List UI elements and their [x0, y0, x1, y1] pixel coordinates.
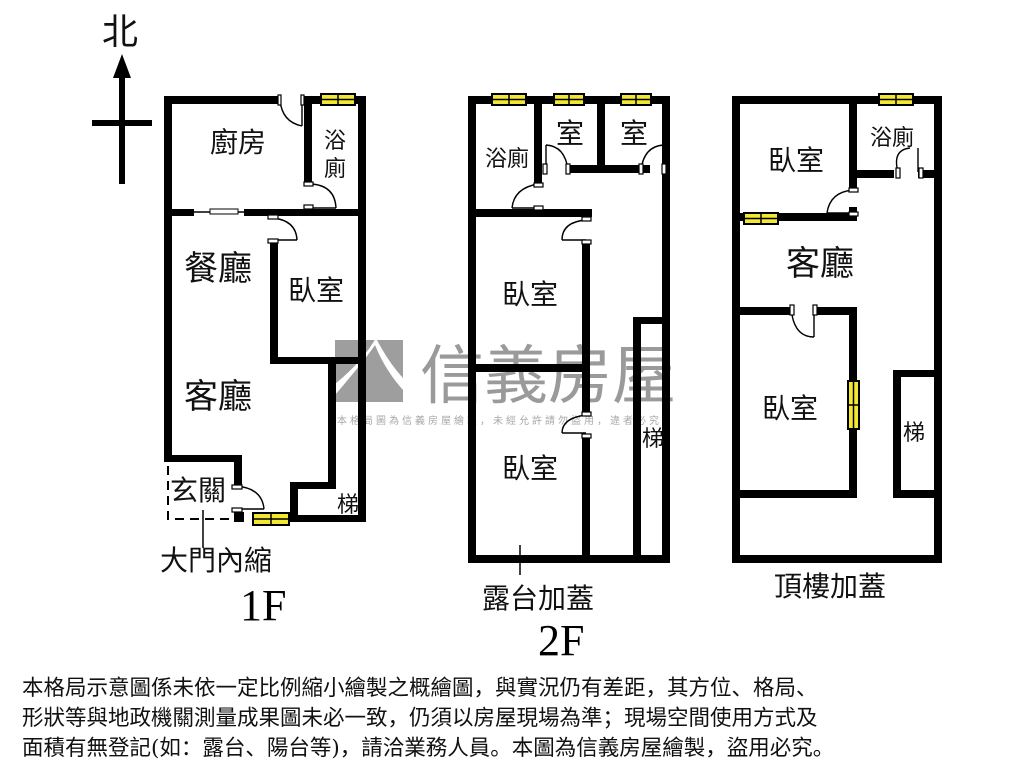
- watermark-notice: 本格局圖為信義房屋繪製，未經允許請勿盜用，違者必究: [337, 414, 662, 427]
- door-icon: [542, 144, 571, 175]
- door-icon: [511, 182, 544, 211]
- door-icon: [789, 304, 818, 338]
- compass-label: 北: [102, 12, 138, 53]
- sinyi-logo-icon: [335, 338, 403, 402]
- room-label-bedroom-1: 臥室: [502, 278, 558, 311]
- door-icon: [638, 144, 667, 175]
- disclaimer-footer: 本格局示意圖係未依一定比例縮小繪製之概繪圖，與實況仍有差距，其方位、格局、 形狀…: [22, 674, 1012, 764]
- room-label-bath: 浴廁: [870, 126, 914, 151]
- floor-note-roof: 頂樓加蓋: [774, 570, 886, 603]
- window-icon: [620, 93, 652, 106]
- door-icon: [277, 94, 305, 127]
- window-icon: [553, 93, 585, 106]
- window-icon: [743, 212, 779, 225]
- floor-label-2f: 2F: [538, 616, 584, 665]
- room-label-bath-1: 浴 廁: [324, 129, 353, 182]
- room-label-bedroom: 臥室: [288, 274, 344, 307]
- north-arrow-icon: 北: [92, 12, 152, 184]
- room-label-living: 客廳: [184, 377, 252, 417]
- window-icon: [878, 93, 914, 106]
- bath-char-1: 浴: [324, 129, 346, 154]
- room-label-stairs: 梯: [642, 427, 664, 452]
- door-icon: [561, 216, 592, 245]
- room-label-room-b: 室: [620, 117, 648, 150]
- floor-1f-plan: 廚房 浴 廁 餐廳 臥室 客廳 玄關 梯 大門內縮 1F: [160, 93, 366, 630]
- bath-char-2: 廁: [324, 157, 346, 182]
- floor-note-1f: 大門內縮: [160, 544, 272, 577]
- door-icon: [303, 181, 337, 210]
- floor-roof-plan: 臥室 浴廁 客廳 臥室 梯 頂樓加蓋: [732, 93, 942, 603]
- room-label-kitchen: 廚房: [210, 126, 266, 159]
- window-icon: [320, 93, 356, 106]
- room-label-dining: 餐廳: [184, 249, 252, 289]
- floor-2f-plan: 浴廁 室 室 臥室 臥室 梯 露台加蓋 2F: [468, 93, 670, 665]
- window-icon: [491, 93, 527, 106]
- room-label-room-a: 室: [556, 117, 584, 150]
- window-icon: [847, 380, 860, 430]
- room-label-stairs: 梯: [903, 421, 925, 446]
- door-icon: [561, 411, 592, 439]
- room-label-foyer: 玄關: [170, 474, 226, 507]
- room-label-bedroom-2: 臥室: [502, 452, 558, 485]
- room-label-living: 客廳: [786, 244, 854, 284]
- room-label-bedroom-2: 臥室: [762, 392, 818, 425]
- door-icon: [895, 147, 924, 179]
- floor-label-1f: 1F: [240, 581, 286, 630]
- watermark: 信義房屋 本格局圖為信義房屋繪製，未經允許請勿盜用，違者必究: [335, 338, 676, 427]
- disclaimer-line: 形狀等與地政機關測量成果圖未必一致，仍須以房屋現場為準；現場空間使用方式及: [22, 706, 818, 731]
- disclaimer-line: 面積有無登記(如：露台、陽台等)，請洽業務人員。本圖為信義房屋繪製，盜用必究。: [22, 736, 835, 761]
- room-label-bedroom-1: 臥室: [768, 144, 824, 177]
- door-icon: [267, 214, 298, 244]
- door-icon: [826, 187, 859, 217]
- floor-note-2f: 露台加蓋: [482, 582, 594, 615]
- window-icon: [252, 512, 290, 526]
- room-label-stairs: 梯: [337, 493, 359, 518]
- disclaimer-line: 本格局示意圖係未依一定比例縮小繪製之概繪圖，與實況仍有差距，其方位、格局、: [22, 676, 818, 701]
- door-icon: [231, 484, 265, 513]
- room-label-bath: 浴廁: [485, 147, 529, 172]
